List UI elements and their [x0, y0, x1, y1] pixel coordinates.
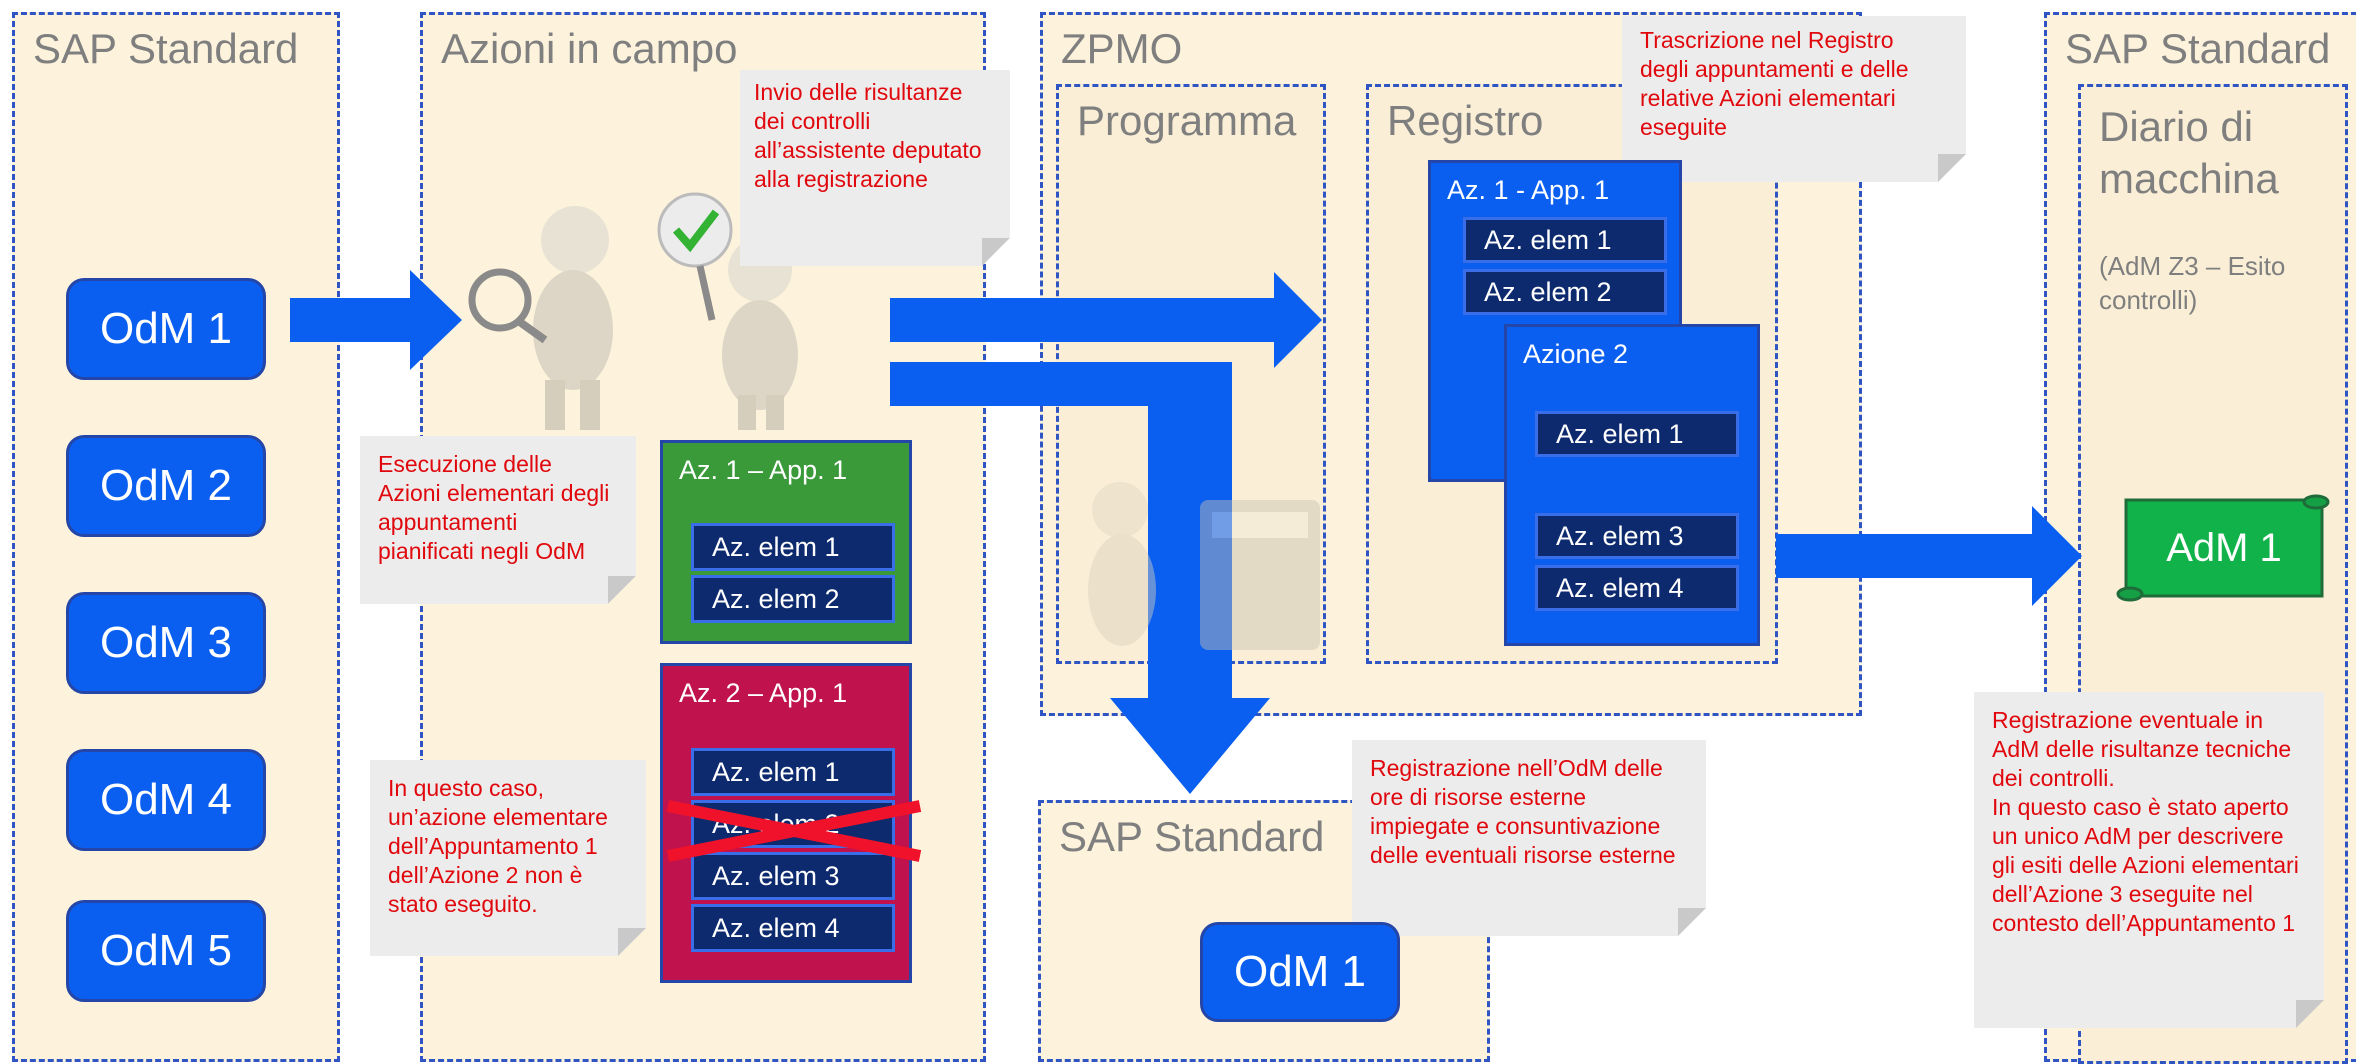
odm-1-bottom-button[interactable]: OdM 1 — [1200, 922, 1400, 1022]
arrow-odm-to-azioni — [290, 270, 462, 370]
note-esecuzione-azioni: Esecuzione delle Azioni elementari degli… — [360, 436, 636, 604]
elem-1: Az. elem 1 — [691, 748, 895, 796]
diario-subtitle: (AdM Z3 – Esito controlli) — [2099, 251, 2286, 315]
box-az1-app1: Az. 1 – App. 1 Az. elem 1 Az. elem 2 — [660, 440, 912, 644]
arrow-azioni-to-sap-bottom — [890, 362, 1270, 794]
note-invio-risultanze: Invio delle risultanze dei controlli all… — [740, 70, 1010, 266]
note-registrazione-odm: Registrazione nell’OdM delle ore di riso… — [1352, 740, 1706, 936]
arrow-registro-to-adm — [1776, 506, 2082, 606]
zone-title: ZPMO — [1061, 25, 1183, 72]
zone-title: Diario di macchina — [2099, 103, 2279, 202]
adm-scroll-shape — [2116, 494, 2330, 602]
zone-sap-standard-left: SAP Standard — [12, 12, 340, 1062]
elem-3: Az. elem 3 — [691, 852, 895, 900]
adm-1-label[interactable]: AdM 1 — [2166, 525, 2282, 570]
elem-3: Az. elem 3 — [1535, 513, 1739, 559]
checkmark-figure-illustration — [657, 192, 798, 430]
elem-4: Az. elem 4 — [1535, 565, 1739, 611]
zone-title: SAP Standard — [1059, 813, 1325, 860]
zone-title: SAP Standard — [33, 25, 299, 72]
note-caso-non-eseguito: In questo caso, un’azione elementare del… — [370, 760, 646, 956]
odm-1-button[interactable]: OdM 1 — [66, 278, 266, 380]
cross-mark-icon — [666, 800, 922, 862]
elem-4: Az. elem 4 — [691, 904, 895, 952]
calculator-figure-illustration — [1088, 482, 1320, 650]
elem-2: Az. elem 2 — [1463, 269, 1667, 315]
odm-5-button[interactable]: OdM 5 — [66, 900, 266, 1002]
box-title: Az. 1 - App. 1 — [1447, 175, 1610, 205]
zone-title: Programma — [1077, 97, 1297, 144]
inspector-figure-illustration — [468, 206, 613, 430]
odm-4-button[interactable]: OdM 4 — [66, 749, 266, 851]
box-title: Az. 2 – App. 1 — [679, 678, 848, 708]
zone-title: Registro — [1387, 97, 1544, 144]
box-reg-az1-app1: Az. 1 - App. 1 Az. elem 1 Az. elem 2 — [1428, 160, 1682, 482]
note-trascrizione-registro: Trascrizione nel Registro degli appuntam… — [1622, 16, 1966, 182]
note-registrazione-adm: Registrazione eventuale in AdM delle ris… — [1974, 692, 2324, 1028]
zone-title: Azioni in campo — [441, 25, 738, 72]
arrow-azioni-to-programma — [890, 272, 1322, 368]
elem-2: Az. elem 2 — [691, 575, 895, 623]
zone-title: SAP Standard — [2065, 25, 2331, 72]
box-title: Az. 1 – App. 1 — [679, 455, 848, 485]
box-title: Azione 2 — [1523, 339, 1629, 369]
elem-1: Az. elem 1 — [1463, 217, 1667, 263]
elem-1: Az. elem 1 — [1535, 411, 1739, 457]
elem-1: Az. elem 1 — [691, 523, 895, 571]
odm-2-button[interactable]: OdM 2 — [66, 435, 266, 537]
box-reg-azione-2: Azione 2 Az. elem 1 Az. elem 3 Az. elem … — [1504, 324, 1760, 646]
odm-3-button[interactable]: OdM 3 — [66, 592, 266, 694]
